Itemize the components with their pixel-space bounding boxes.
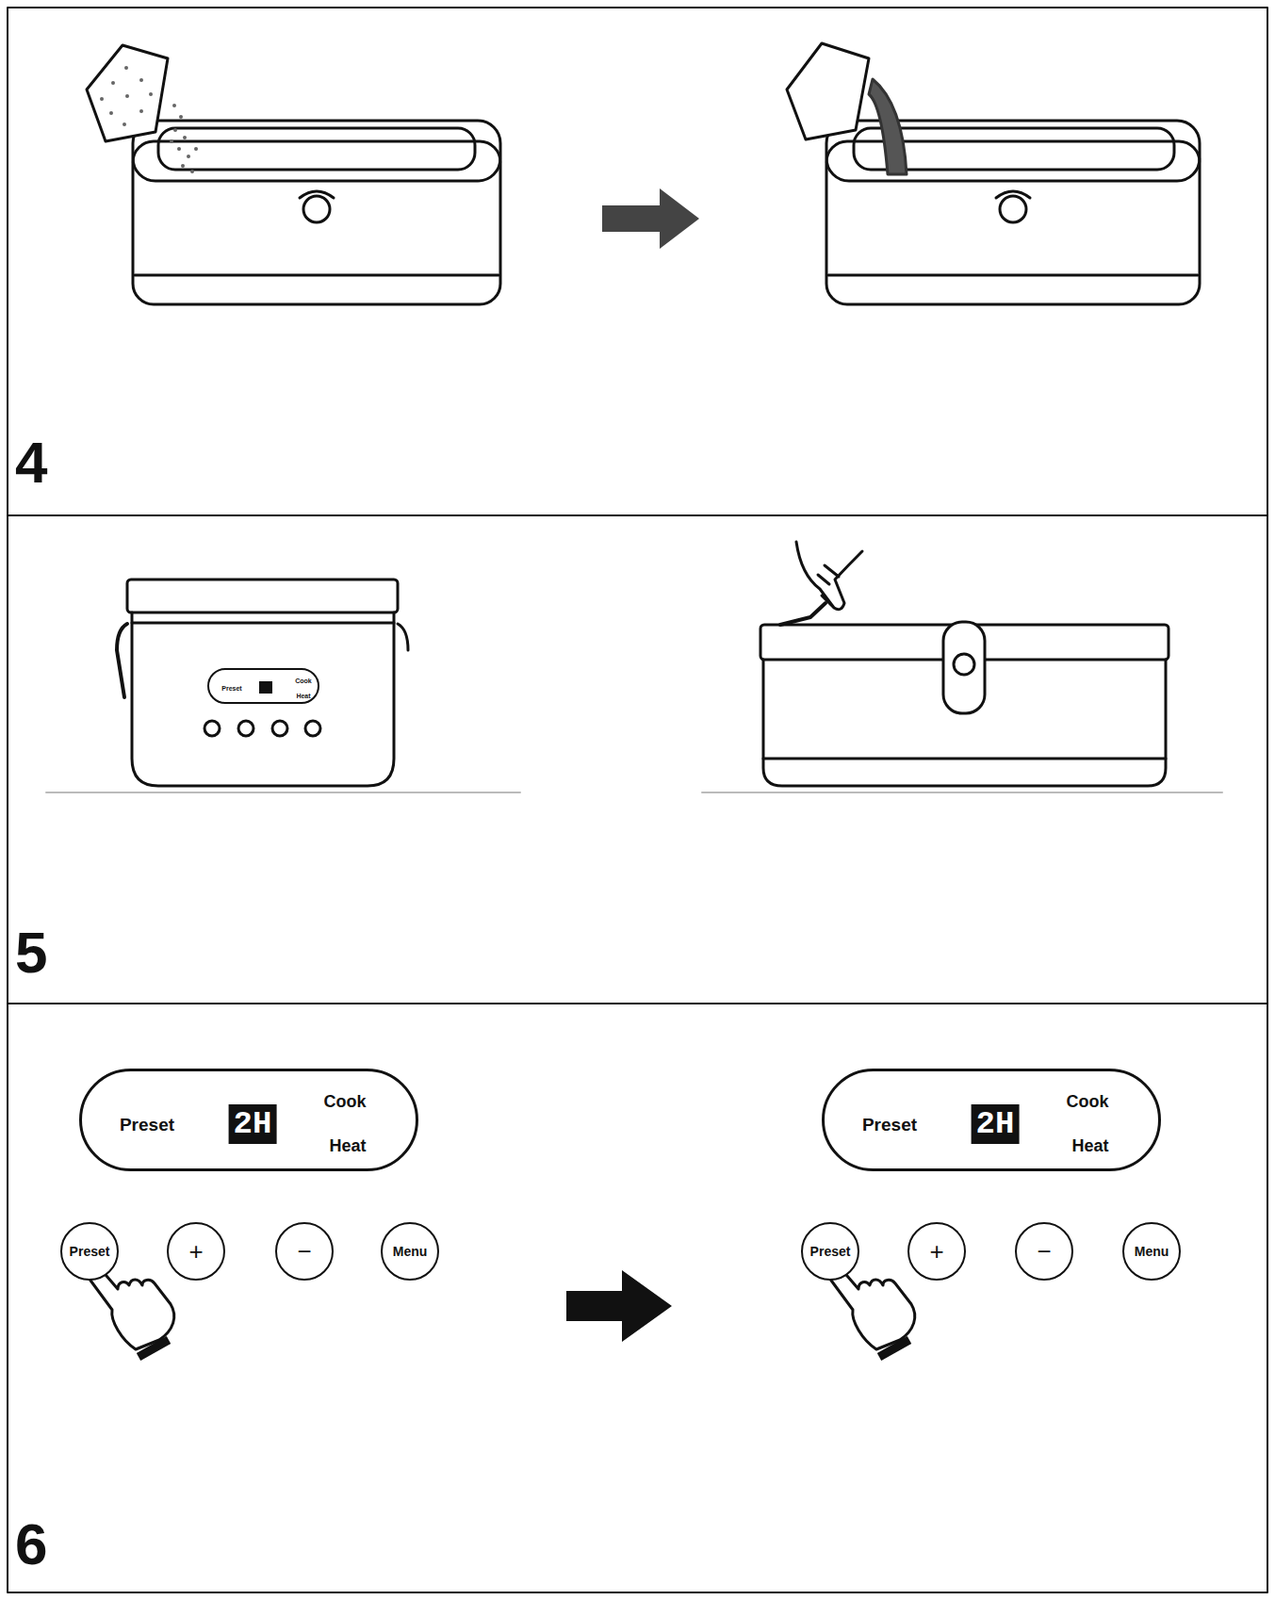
display-reading: 2H (228, 1104, 278, 1145)
display (259, 681, 273, 694)
control-button: Preset (60, 1222, 119, 1281)
lunch-box (86, 45, 501, 305)
panel-label: Preset (221, 685, 242, 692)
panel-label: Cook (1066, 1093, 1110, 1111)
button-label: Menu (1134, 1244, 1170, 1259)
panel-label: Cook (294, 677, 312, 685)
control-button: − (1014, 1222, 1074, 1281)
button-label: Preset (69, 1244, 111, 1259)
button-label: + (929, 1239, 944, 1264)
control-panel: Preset CookHeat (207, 668, 320, 704)
lunch-box-side (46, 579, 521, 793)
control-panel: Preset 2H CookHeat (79, 1068, 419, 1172)
callout-number: 6 (15, 1515, 48, 1574)
control-button: Preset (800, 1222, 860, 1281)
panel-label: Preset (119, 1115, 175, 1134)
control-button: − (275, 1222, 334, 1281)
button-label: Preset (810, 1244, 851, 1259)
control-button: + (907, 1222, 966, 1281)
lunch-box (786, 43, 1200, 305)
control-button: Menu (380, 1222, 440, 1281)
callout-number: 5 (15, 923, 48, 982)
panel-label: Heat (295, 692, 311, 700)
panel-label: Heat (1071, 1137, 1109, 1155)
control-button: Menu (1122, 1222, 1181, 1281)
panel-label: Heat (328, 1137, 366, 1155)
button-label: − (1036, 1239, 1051, 1264)
display-reading: 2H (971, 1104, 1020, 1145)
callout-number: 4 (15, 433, 48, 492)
control-panel: Preset 2H CookHeat (821, 1068, 1161, 1172)
button-label: Menu (392, 1244, 428, 1259)
button-label: − (296, 1239, 311, 1264)
panel-label: Preset (862, 1115, 917, 1134)
button-label: + (188, 1239, 203, 1264)
lunch-box-front (702, 541, 1223, 793)
control-button: + (166, 1222, 226, 1281)
arrow (566, 1270, 672, 1342)
arrow (602, 188, 700, 249)
panel-label: Cook (324, 1093, 367, 1111)
